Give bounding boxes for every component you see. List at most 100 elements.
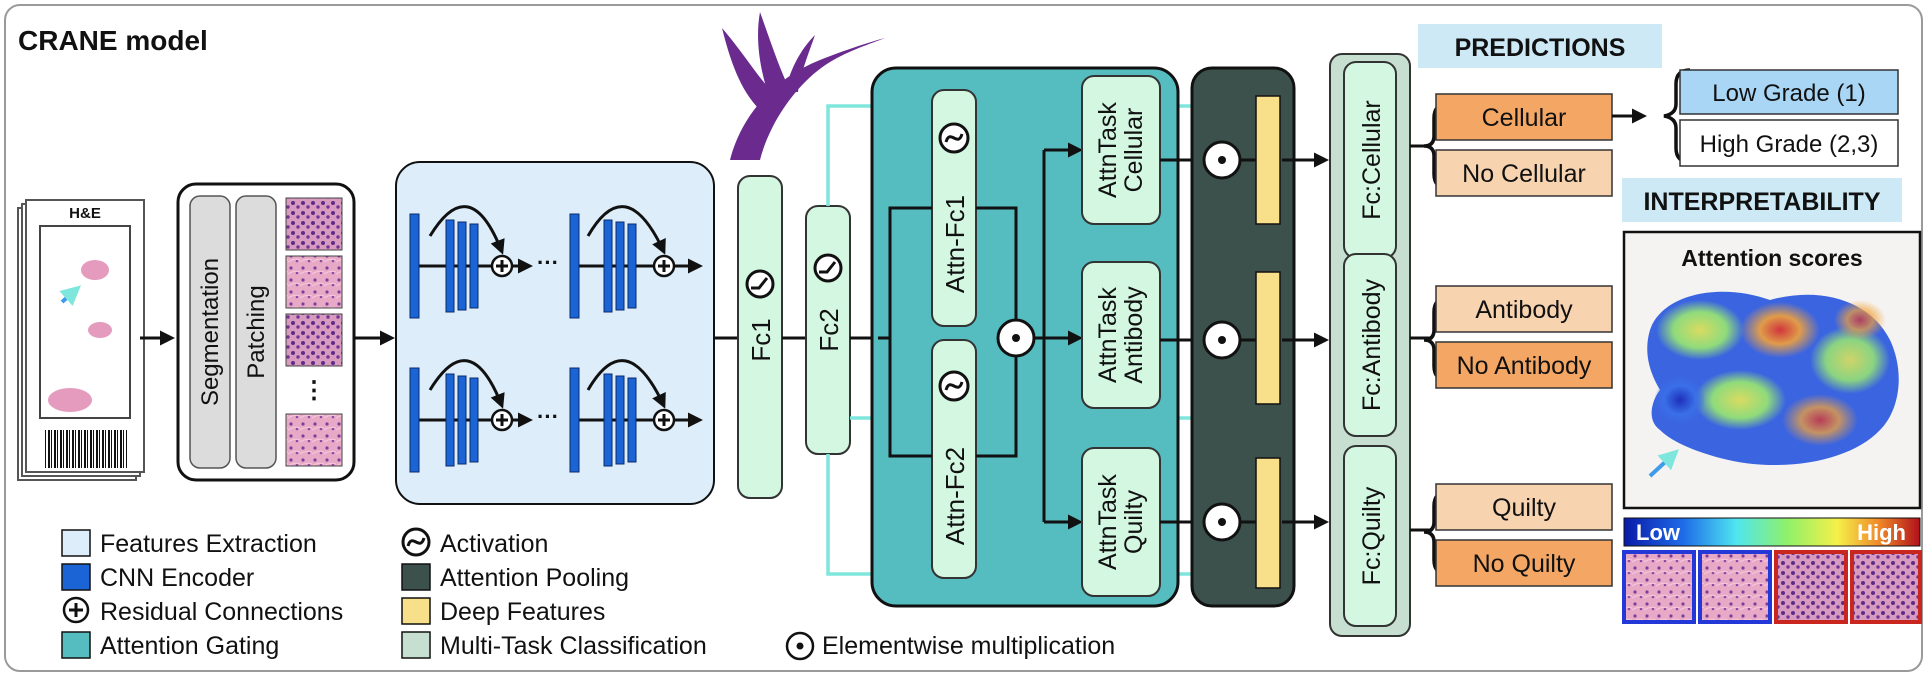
encoder-ellipsis: ··· — [537, 404, 559, 429]
legend-swatch-gating — [61, 631, 91, 659]
legend-swatch-deep — [401, 597, 431, 625]
pred-cellular-label: Cellular — [1482, 104, 1567, 132]
residual-icon — [62, 596, 90, 624]
cnn-encoder — [569, 205, 703, 319]
colorbar-low-label: Low — [1636, 520, 1681, 545]
fc-antibody-label: Fc:Antibody — [1358, 279, 1386, 412]
patch-thumbnail — [285, 197, 343, 251]
attn-task-cellular-line1: AttnTask — [1094, 102, 1122, 198]
deep-features-bar — [1255, 95, 1281, 225]
patch-thumbnail — [285, 255, 343, 309]
deep-features-bar — [1255, 271, 1281, 405]
activation-icon — [401, 527, 431, 557]
pred-quilty-label: Quilty — [1492, 494, 1556, 522]
attn-task-antibody-line1: AttnTask — [1094, 287, 1122, 383]
fc-antibody-layer — [1343, 253, 1397, 437]
relu-icon — [813, 253, 843, 283]
patch-thumbnail — [285, 313, 343, 367]
interpretability-header-bg — [1622, 178, 1902, 222]
legend-cnn-encoder: CNN Encoder — [100, 564, 254, 592]
tissue-blob — [81, 260, 109, 280]
legend-residual: Residual Connections — [100, 598, 343, 626]
tissue-blob — [48, 388, 92, 412]
grade-low-label: Low Grade (1) — [1712, 80, 1865, 107]
predictions-header-bg — [1418, 24, 1662, 68]
attention-heatmap-panel: Attention scores — [1622, 230, 1922, 510]
pred-no-quilty-label: No Quilty — [1473, 550, 1576, 578]
legend-multitask: Multi-Task Classification — [440, 632, 707, 660]
high-attention-patch — [1850, 550, 1922, 624]
attention-colorbar — [1623, 517, 1921, 547]
pred-no-cellular-label: No Cellular — [1462, 160, 1586, 188]
fc2-label: Fc2 — [814, 308, 844, 351]
legend-features-extraction: Features Extraction — [100, 530, 317, 558]
slide-label: H&E — [69, 205, 101, 222]
cnn-encoder: ··· — [409, 359, 559, 473]
preprocess-box: Segmentation Patching ⋮ — [176, 182, 356, 482]
attn-task-antibody-line2: Antibody — [1120, 286, 1148, 384]
pred-no-antibody — [1435, 341, 1613, 389]
attn-fc2-label: Attn-Fc2 — [940, 447, 970, 545]
legend-attention-pooling: Attention Pooling — [440, 564, 629, 592]
feature-extraction-box: ··· ··· — [395, 161, 715, 505]
attn-fc2-layer — [931, 339, 977, 579]
cnn-encoder — [569, 359, 703, 473]
pred-no-quilty — [1435, 539, 1613, 587]
attention-pooling-box — [1190, 66, 1296, 608]
legend-activation: Activation — [440, 530, 548, 558]
prediction-braces — [1423, 102, 1449, 576]
pred-quilty — [1435, 483, 1613, 531]
colorbar-high-label: High — [1857, 520, 1906, 545]
fc-cellular-label: Fc:Cellular — [1358, 100, 1386, 219]
attn-task-cellular — [1081, 75, 1161, 225]
example-patches — [1622, 550, 1922, 624]
high-attention-patch — [1774, 550, 1848, 624]
attn-task-antibody — [1081, 261, 1161, 409]
legend-deep-features: Deep Features — [440, 598, 605, 626]
grade-low — [1679, 69, 1899, 115]
attention-gating-box: Attn-Fc1 Attn-Fc2 AttnTask Cellular Attn… — [870, 66, 1206, 608]
figure-title: CRANE model — [18, 25, 208, 56]
interpretability-header: INTERPRETABILITY — [1643, 188, 1880, 216]
grade-high-label: High Grade (2,3) — [1700, 131, 1879, 158]
legend-attention-gating: Attention Gating — [100, 632, 279, 660]
deep-features-bar — [1255, 457, 1281, 589]
attn-fc1-label: Attn-Fc1 — [940, 195, 970, 293]
segmentation-label: Segmentation — [197, 258, 224, 406]
elementwise-icon — [785, 631, 815, 661]
fc1-label: Fc1 — [746, 318, 776, 361]
relu-icon — [745, 269, 775, 299]
predictions-header: PREDICTIONS — [1455, 34, 1626, 62]
crane-logo — [722, 12, 885, 160]
attention-title: Attention scores — [1681, 245, 1862, 271]
legend-swatch-features — [61, 529, 91, 557]
pred-cellular — [1435, 93, 1613, 141]
fc-quilty-label: Fc:Quilty — [1358, 486, 1386, 585]
patch-ellipsis: ⋮ — [302, 377, 326, 404]
fc2-layer: Fc2 — [805, 205, 851, 455]
grade-brace — [1663, 68, 1691, 164]
legend-swatch-multitask — [401, 631, 431, 659]
grade-high — [1679, 119, 1899, 167]
multitask-classification-box: Fc:Cellular Fc:Antibody Fc:Quilty — [1329, 53, 1411, 637]
legend-swatch-cnn — [61, 563, 91, 591]
pred-antibody-label: Antibody — [1475, 296, 1573, 324]
fc1-layer: Fc1 — [737, 175, 783, 499]
patch-thumbnail — [285, 413, 343, 467]
attn-task-cellular-line2: Cellular — [1120, 108, 1148, 193]
pointer-arrow — [59, 285, 82, 307]
legend-elementwise: Elementwise multiplication — [822, 632, 1115, 660]
figure-frame — [4, 4, 1923, 672]
low-attention-patch — [1698, 550, 1772, 624]
fc-quilty-layer — [1343, 445, 1397, 627]
encoder-ellipsis: ··· — [537, 250, 559, 275]
pred-no-cellular — [1435, 149, 1613, 197]
legend-swatch-pooling — [401, 563, 431, 591]
tissue-blob — [88, 322, 112, 338]
he-slide-stack: H&E — [17, 199, 145, 481]
barcode — [45, 430, 127, 468]
low-attention-patch — [1622, 550, 1696, 624]
pointer-arrow — [1648, 449, 1679, 478]
pred-no-antibody-label: No Antibody — [1457, 352, 1592, 380]
